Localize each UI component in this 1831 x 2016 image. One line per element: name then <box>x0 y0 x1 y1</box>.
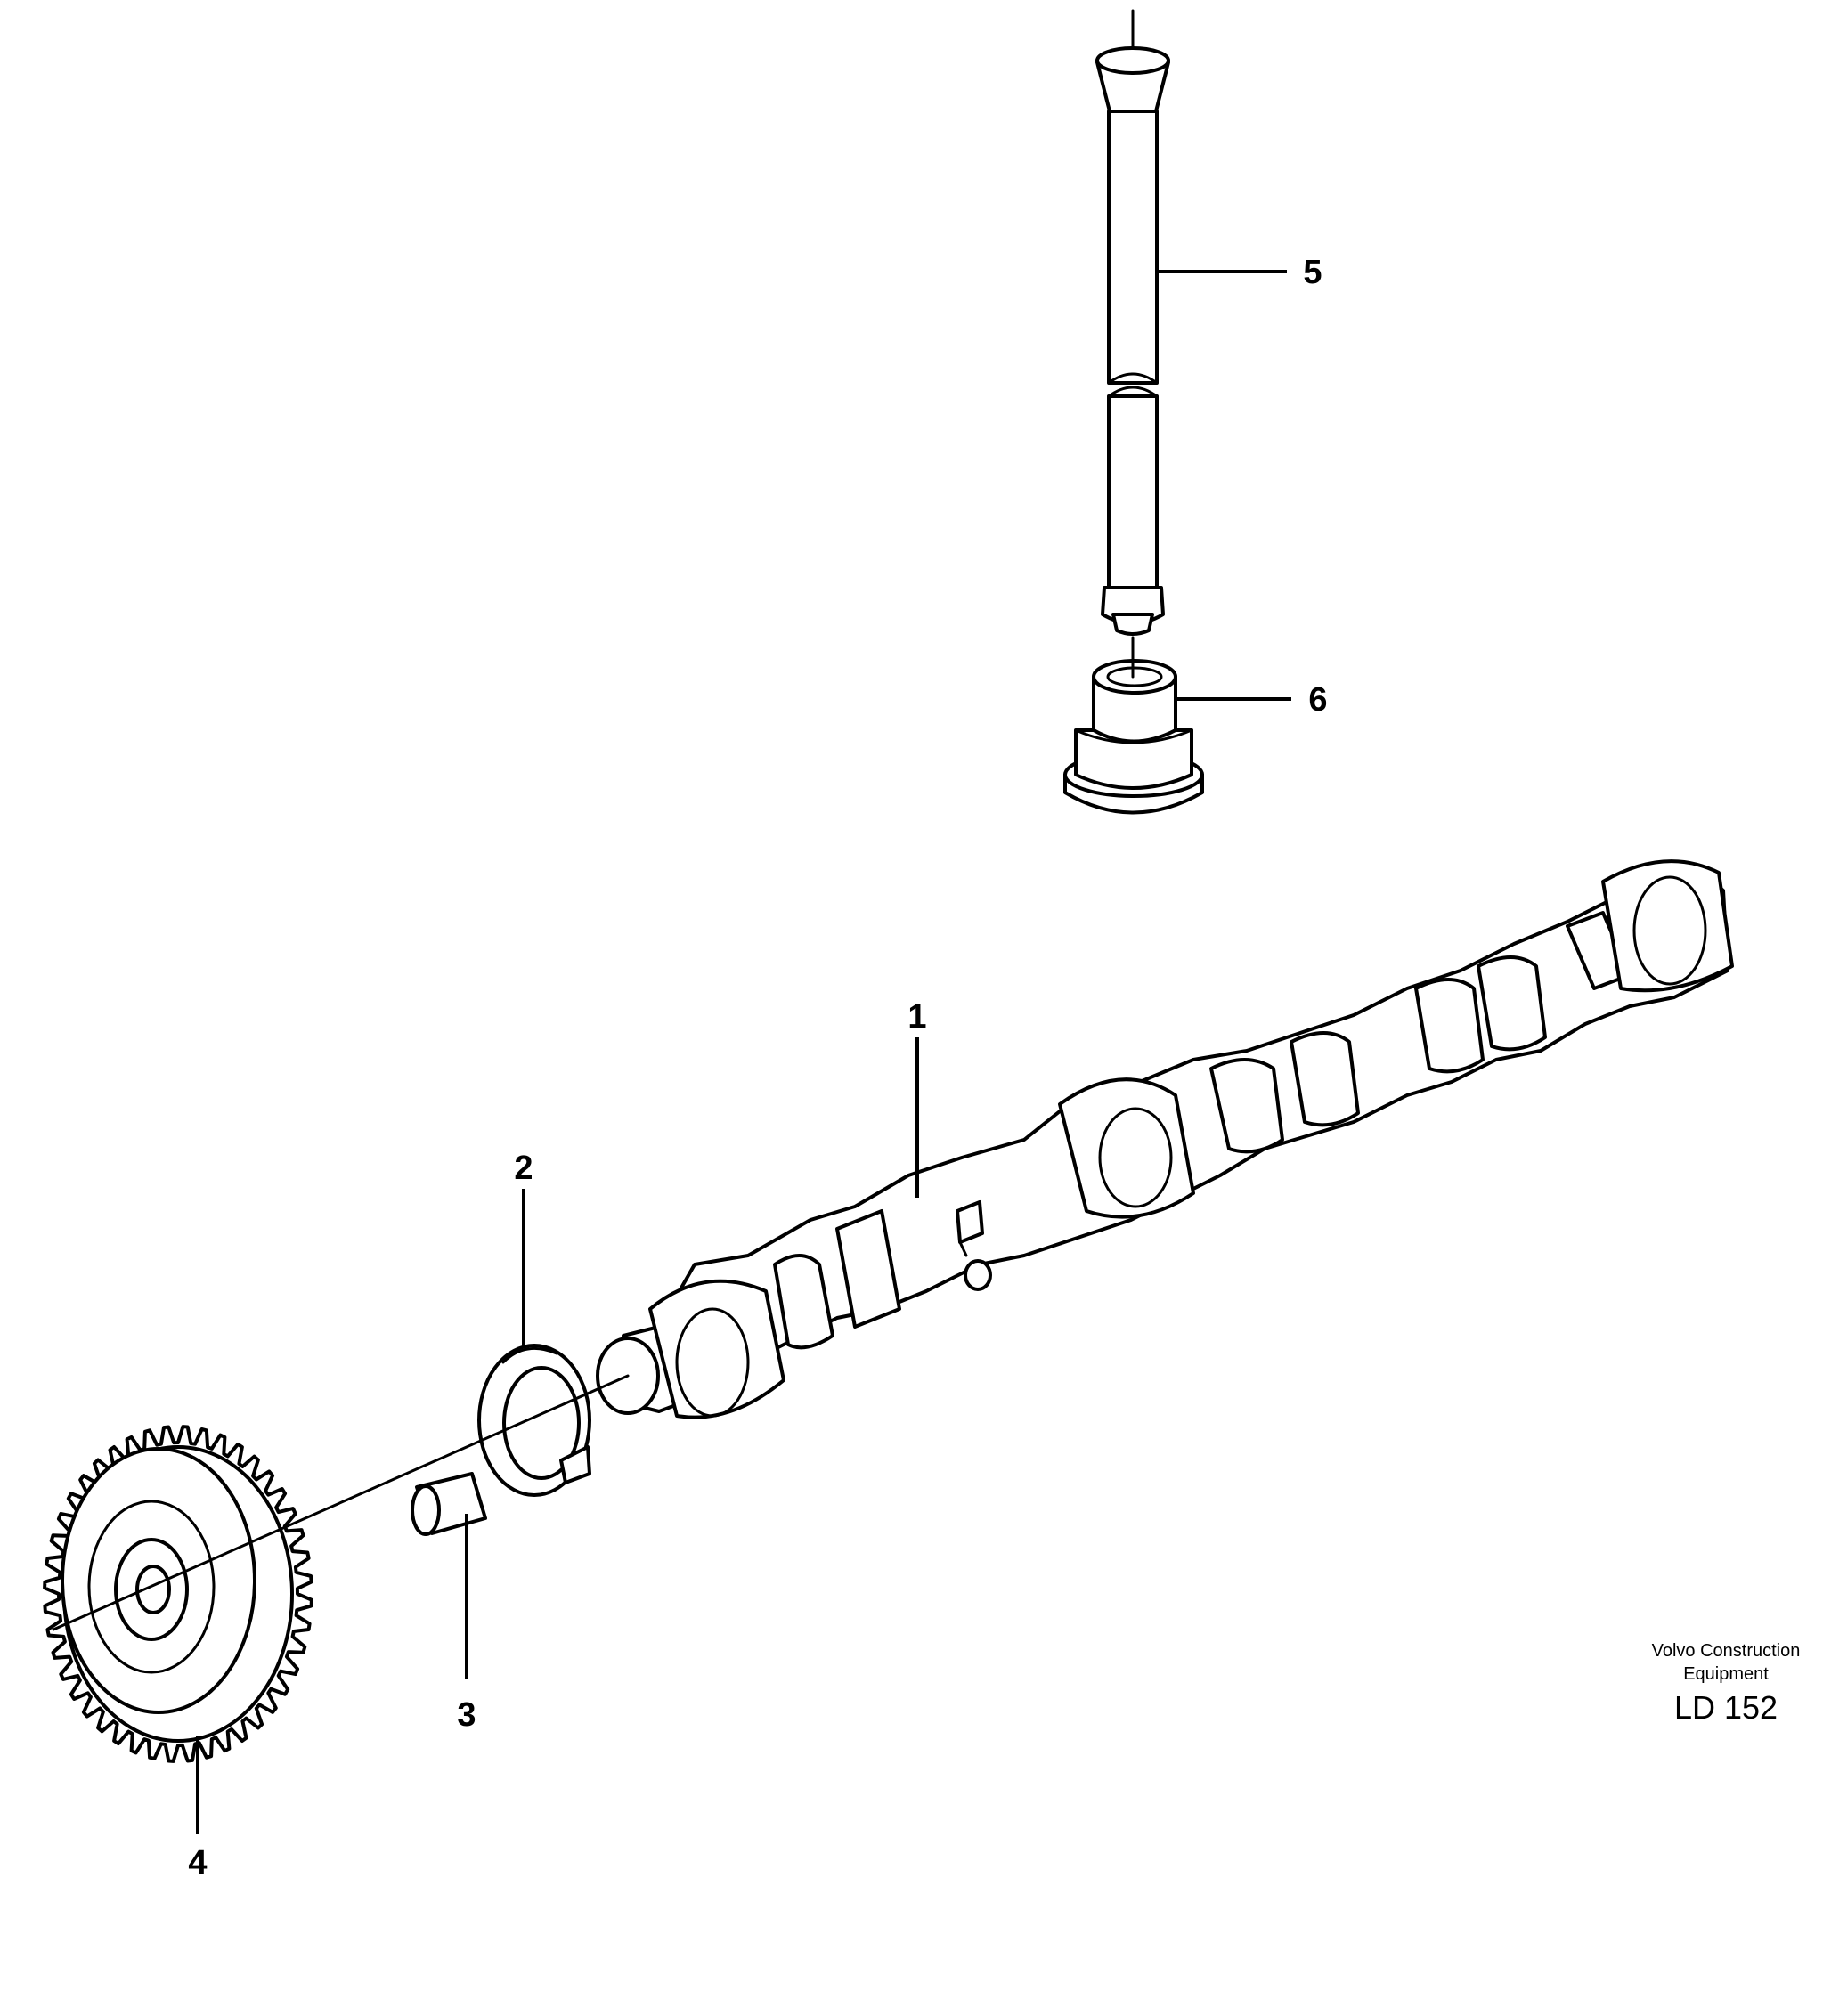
callout-6: 6 <box>1308 681 1327 719</box>
callout-4: 4 <box>188 1844 207 1882</box>
callout-3: 3 <box>457 1696 476 1734</box>
drawing-code: LD 152 <box>1674 1689 1778 1726</box>
guide-pin-part[interactable] <box>411 1472 487 1536</box>
assembly-axis-line <box>52 1374 630 1631</box>
callout-2: 2 <box>514 1150 533 1187</box>
push-rod-part[interactable] <box>1095 9 1170 670</box>
valve-tappet-part[interactable] <box>1063 655 1204 815</box>
callout-5: 5 <box>1303 254 1322 291</box>
camshaft-part[interactable] <box>596 859 1734 1419</box>
company-name-line1: Volvo Construction <box>1652 1641 1801 1661</box>
camshaft-gear-part[interactable] <box>43 1425 313 1763</box>
callout-1: 1 <box>907 998 926 1036</box>
title-block: Volvo Construction Equipment LD 152 <box>1652 1641 1801 1726</box>
company-name-line2: Equipment <box>1683 1664 1769 1684</box>
thrust-washer-part[interactable] <box>477 1344 591 1497</box>
